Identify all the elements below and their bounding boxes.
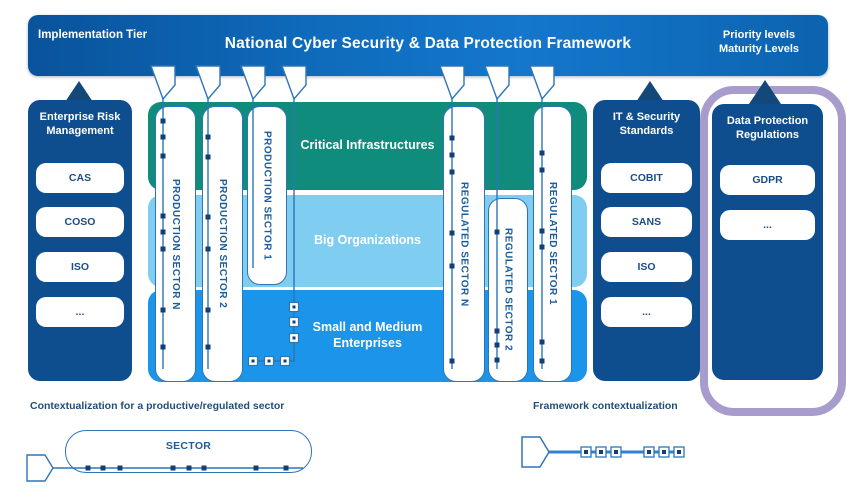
header-bar: Implementation Tier National Cyber Secur… — [28, 15, 828, 76]
pill-coso: COSO — [36, 207, 124, 237]
pillar-regulated-sector-1: REGULATED SECTOR 1 — [533, 106, 572, 382]
band-label-critical-infrastructures: Critical Infrastructures — [300, 138, 435, 153]
pillar-label: REGULATED SECTOR 1 — [547, 182, 558, 306]
pillar-production-sector-2: PRODUCTION SECTOR 2 — [202, 106, 243, 382]
band-label-small-medium-enterprises: Small and Medium Enterprises — [312, 320, 423, 350]
enterprise-risk-column: Enterprise Risk Management CAS COSO ISO … — [28, 100, 132, 381]
data-protection-highlight-outline — [700, 86, 846, 416]
data-protection-title: Data Protection Regulations — [726, 115, 809, 141]
it-security-column: IT & Security Standards COBIT SANS ISO .… — [593, 100, 700, 381]
pillar-label: REGULATED SECTOR N — [458, 181, 470, 307]
it-security-title: IT & Security Standards — [612, 111, 681, 137]
pill-more-left: ... — [36, 297, 124, 327]
funnel-side-icon — [521, 436, 550, 468]
enterprise-risk-title: Enterprise Risk Management — [39, 111, 121, 137]
data-protection-column: Data Protection Regulations GDPR ... — [712, 104, 823, 380]
pill-more-gdpr: ... — [720, 210, 815, 240]
diagram-title: National Cyber Security & Data Protectio… — [224, 35, 632, 52]
pillar-regulated-sector-2: REGULATED SECTOR 2 — [488, 198, 528, 382]
left-legend-caption: Contextualization for a productive/regul… — [30, 400, 285, 412]
pill-sans: SANS — [601, 207, 692, 237]
pillar-label: PRODUCTION SECTOR 2 — [217, 179, 228, 309]
pillar-regulated-sector-n: REGULATED SECTOR N — [443, 106, 485, 382]
pill-cobit: COBIT — [601, 163, 692, 193]
pillar-production-sector-1: PRODUCTION SECTOR 1 — [247, 106, 287, 285]
implementation-tier-label: Implementation Tier — [38, 29, 148, 41]
triangle-up-data-protection — [749, 80, 781, 104]
framework-legend-graphic — [521, 436, 685, 468]
pillar-label: PRODUCTION SECTOR 1 — [261, 130, 273, 261]
pillar-label: PRODUCTION SECTOR N — [170, 178, 181, 310]
sector-label: SECTOR — [165, 440, 212, 452]
priority-levels-label: Priority levels — [722, 29, 796, 41]
band-label-big-organizations: Big Organizations — [314, 233, 421, 248]
priority-maturity-label: Priority levels Maturity Levels — [704, 28, 814, 57]
maturity-levels-label: Maturity Levels — [718, 43, 800, 56]
right-legend-caption: Framework contextualization — [533, 400, 678, 412]
pill-iso-right: ISO — [601, 252, 692, 282]
pill-gdpr: GDPR — [720, 165, 815, 195]
pill-more-right: ... — [601, 297, 692, 327]
sector-box: SECTOR — [65, 430, 312, 473]
pill-iso-left: ISO — [36, 252, 124, 282]
funnel-side-icon — [26, 454, 54, 482]
pillar-production-sector-n: PRODUCTION SECTOR N — [155, 106, 196, 382]
pillar-label: REGULATED SECTOR 2 — [502, 228, 514, 352]
pill-cas: CAS — [36, 163, 124, 193]
